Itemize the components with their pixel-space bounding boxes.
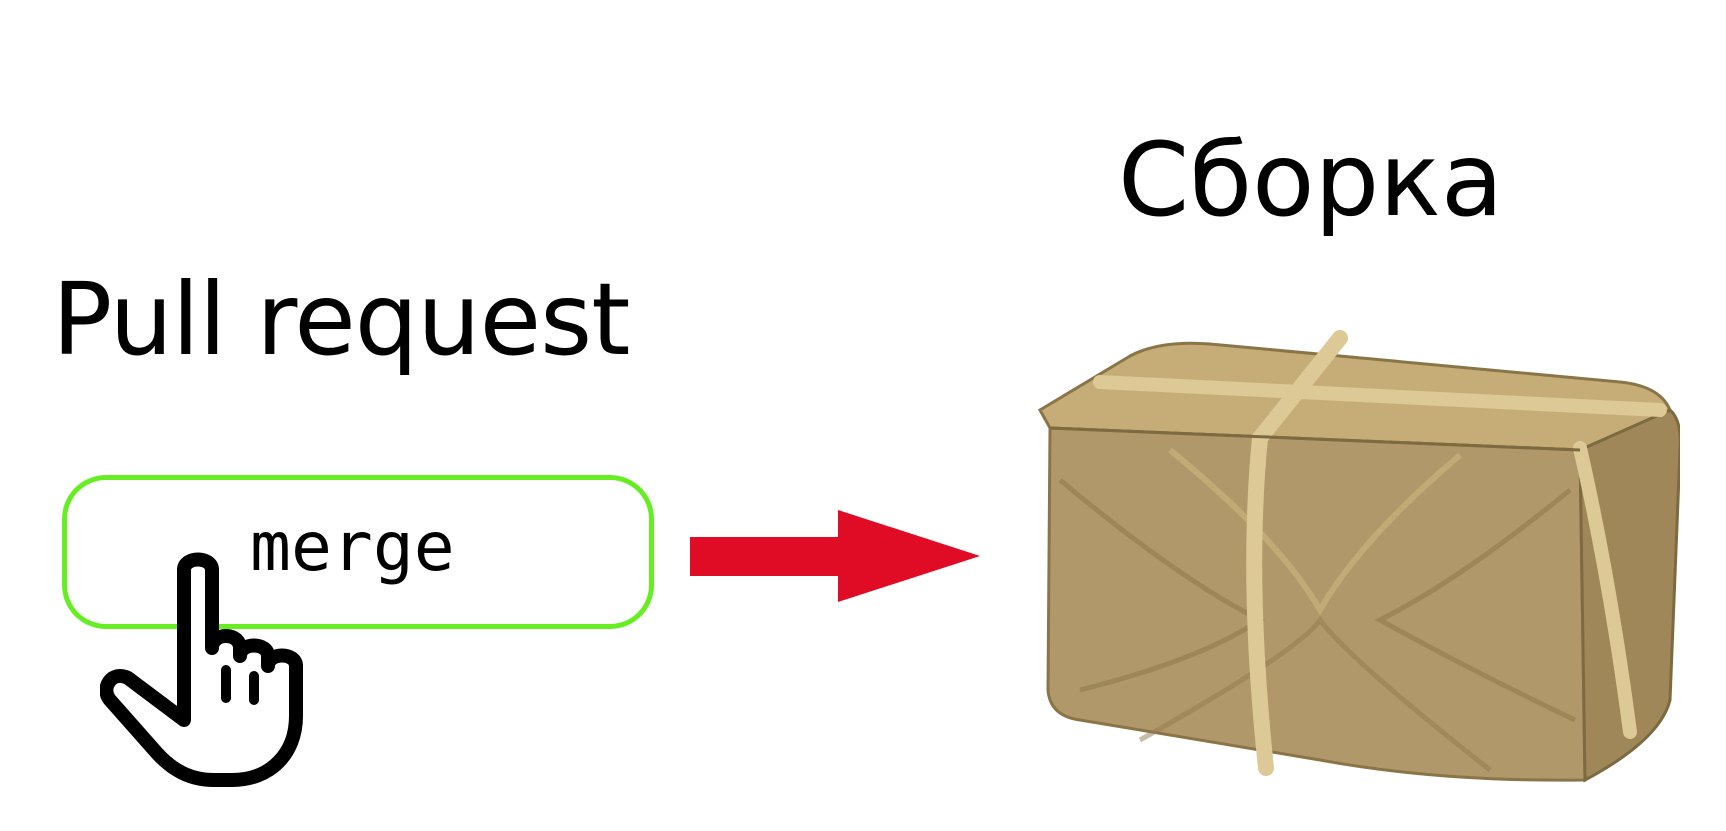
merge-button[interactable]: merge — [62, 475, 654, 629]
merge-button-label: merge — [250, 508, 455, 587]
build-title: Сборка — [1118, 121, 1504, 240]
pull-request-title: Pull request — [52, 261, 630, 378]
parcel-box-icon — [1037, 330, 1680, 783]
hand-pointer-icon — [100, 552, 303, 787]
arrow-right-icon — [690, 510, 980, 602]
